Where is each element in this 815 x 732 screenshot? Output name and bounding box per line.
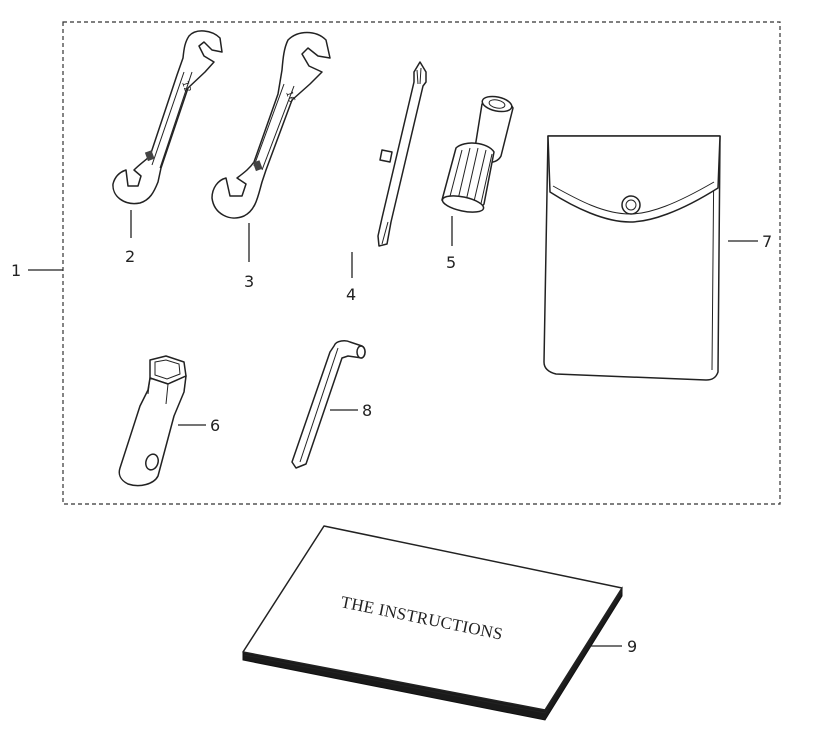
box-spanner bbox=[119, 356, 186, 486]
large-wrench: 16 bbox=[212, 33, 330, 218]
tool-pouch bbox=[544, 136, 720, 380]
callout-8: 8 bbox=[362, 401, 372, 420]
callout-5: 5 bbox=[446, 253, 456, 272]
hex-key bbox=[292, 341, 365, 468]
small-wrench: 12 bbox=[113, 31, 222, 204]
callout-1: 1 bbox=[11, 261, 21, 280]
screwdriver-handle bbox=[441, 94, 513, 215]
callout-2: 2 bbox=[125, 247, 135, 266]
instruction-booklet: THE INSTRUCTIONS bbox=[243, 526, 622, 720]
screwdriver-bit bbox=[378, 62, 426, 246]
callout-6: 6 bbox=[210, 416, 220, 435]
callout-4: 4 bbox=[346, 285, 356, 304]
callout-9: 9 bbox=[627, 637, 637, 656]
callout-3: 3 bbox=[244, 272, 254, 291]
callout-7: 7 bbox=[762, 232, 772, 251]
